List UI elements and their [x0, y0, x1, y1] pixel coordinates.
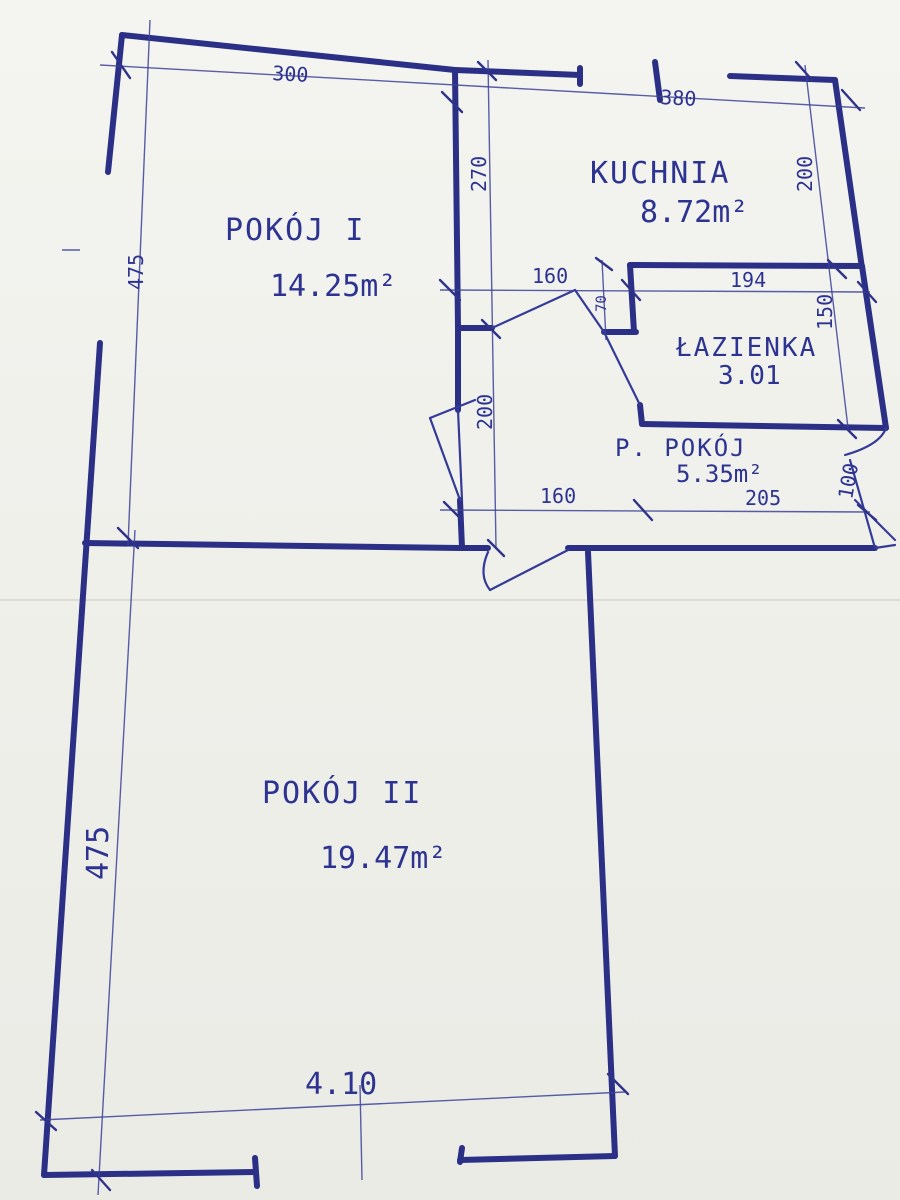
- pokoj2-area: 19.47m²: [320, 841, 446, 876]
- door-pokoj1: [456, 408, 464, 502]
- wall-hall-left-lower: [457, 497, 465, 551]
- dim-pokoj1-height: 475: [124, 254, 148, 290]
- dim-bath-step: 70: [594, 295, 610, 312]
- wall-pokoj2-bottom-right: [457, 1153, 618, 1163]
- door-pokoj1-leaf: [428, 416, 462, 502]
- room-labels: POKÓJ I 14.25m² KUCHNIA 8.72m² ŁAZIENKA …: [225, 156, 817, 876]
- dim-kitchen-height: 200: [793, 156, 817, 192]
- wall-pokoj2-left: [41, 340, 103, 1178]
- lazienka-area: 3.01: [718, 361, 781, 391]
- wall-top-kitchen: [727, 73, 838, 83]
- dim-top-right: 380: [660, 85, 697, 111]
- kuchnia-name: KUCHNIA: [590, 156, 730, 191]
- door-pokoj2-arc: [482, 550, 492, 592]
- dim-hall-lower: 200: [473, 394, 497, 430]
- ppokoj-name: P. POKÓJ: [615, 432, 747, 462]
- wall-bath-bottom: [639, 421, 889, 431]
- dim-ppokoj-bottom: 205: [745, 486, 781, 510]
- dim-top-left: 300: [272, 61, 309, 87]
- wall-kitchen-stub: [652, 59, 663, 103]
- walls: [41, 32, 889, 1189]
- dim-bath-left: 160: [532, 264, 568, 288]
- wall-bath-right: [859, 263, 889, 431]
- dimension-labels: 300 380 475 270 200 160 70 194 150 200 1…: [81, 61, 863, 1102]
- lazienka-name: ŁAZIENKA: [675, 333, 817, 363]
- wall-pokoj2-bottom-left: [41, 1169, 258, 1178]
- dim-pokoj2-height: 475: [81, 826, 116, 880]
- entry-door-line: [848, 458, 877, 550]
- kuchnia-area: 8.72m²: [640, 195, 748, 230]
- pokoj2-name: POKÓJ II: [262, 774, 423, 811]
- dimension-lines: [39, 19, 871, 1196]
- wall-top-pokoj1: [119, 32, 458, 73]
- wall-pokoj2-right: [585, 549, 618, 1159]
- dimension-ticks: [34, 50, 878, 1192]
- wall-end-mark-bl: [252, 1155, 260, 1189]
- dim-pokoj2-width: 4.10: [305, 1067, 377, 1102]
- kitchen-door-line: [573, 288, 606, 334]
- kitchen-door-leaf: [490, 288, 577, 330]
- dim-bath-height: 150: [813, 294, 837, 330]
- dim-entry: 100: [833, 461, 863, 501]
- wall-right-kitchen: [832, 77, 865, 271]
- dim-bath-width: 194: [730, 268, 766, 292]
- wall-bath-left-lower: [637, 402, 645, 427]
- wall-bath-left-upper: [627, 262, 637, 335]
- door-pokoj1-mark: [428, 398, 477, 420]
- wall-top-hall: [452, 67, 583, 78]
- pokoj1-area: 14.25m²: [270, 269, 396, 304]
- dim-hall-bottom: 160: [540, 484, 576, 508]
- wall-top-left-stub: [105, 32, 125, 175]
- dim-hall-upper: 270: [467, 156, 491, 192]
- door-pokoj2-leaf: [488, 548, 570, 592]
- bath-door-leaf: [602, 330, 642, 407]
- entry-door-arc: [843, 426, 888, 457]
- wall-hall-left-upper: [452, 67, 461, 331]
- pokoj1-name: POKÓJ I: [225, 211, 365, 248]
- wall-bath-top: [627, 262, 865, 269]
- wall-pokoj1-bottom: [82, 540, 463, 551]
- entry-door-sill: [873, 543, 897, 550]
- ppokoj-area: 5.35m²: [676, 460, 763, 488]
